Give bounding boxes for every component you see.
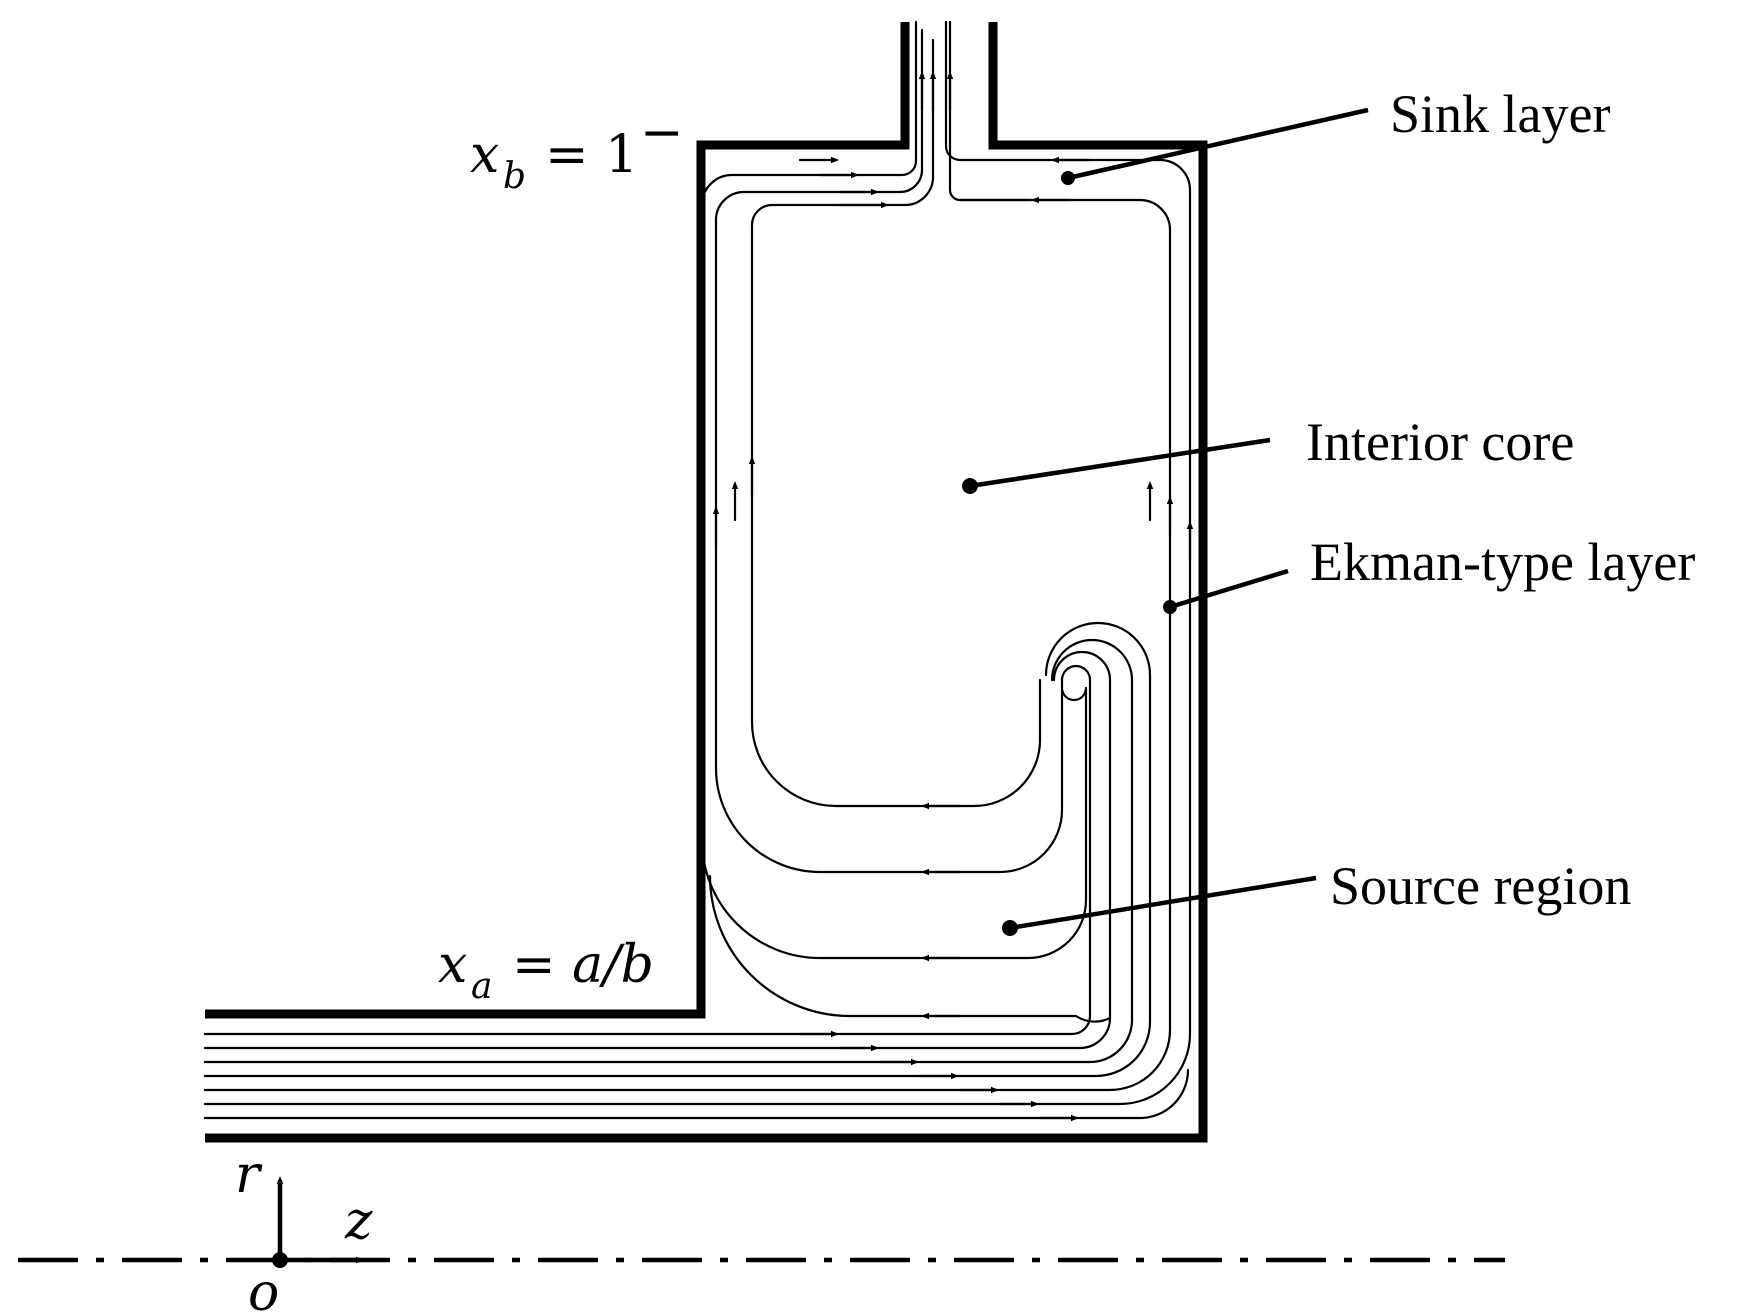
- origin-label: o: [248, 1263, 279, 1315]
- r-axis-label: r: [235, 1145, 263, 1205]
- xa-equation: x a = a/b: [438, 935, 654, 1007]
- recirculation-streamlines: [700, 20, 1112, 1023]
- svg-text:x: x: [438, 935, 467, 995]
- sink-layer-leader: [1067, 107, 1369, 181]
- inlet-streamlines: [203, 158, 1192, 1120]
- ekman-layer-label: Ekman-type layer: [1310, 532, 1695, 592]
- interior-core-label: Interior core: [1306, 412, 1574, 472]
- svg-text:−: −: [640, 103, 684, 163]
- svg-text:a: a: [471, 966, 492, 1007]
- flow-arrows: [712, 71, 1194, 1122]
- streamline: [203, 664, 1092, 1036]
- z-axis-label: z: [344, 1191, 373, 1251]
- source-region-dot: [1002, 920, 1018, 936]
- svg-text:= 1: = 1: [545, 125, 638, 185]
- chamber-upper-wall: [205, 22, 910, 1019]
- source-region-leader: [1009, 875, 1317, 931]
- source-region-label: Source region: [1330, 856, 1631, 916]
- ekman-layer-leader: [1169, 568, 1289, 610]
- xb-equation: x b = 1 −: [470, 103, 684, 197]
- sink-layer-dot: [1061, 171, 1075, 185]
- ekman-layer-dot: [1163, 600, 1177, 614]
- origin-dot: [272, 1252, 288, 1268]
- chamber-outer-wall: [205, 22, 1208, 1143]
- sink-layer-label: Sink layer: [1390, 84, 1610, 144]
- interior-core-dot: [962, 478, 978, 494]
- interior-core-leader: [969, 437, 1271, 489]
- svg-text:x: x: [470, 125, 499, 185]
- svg-text:= a/b: = a/b: [512, 935, 654, 995]
- svg-text:b: b: [503, 156, 526, 197]
